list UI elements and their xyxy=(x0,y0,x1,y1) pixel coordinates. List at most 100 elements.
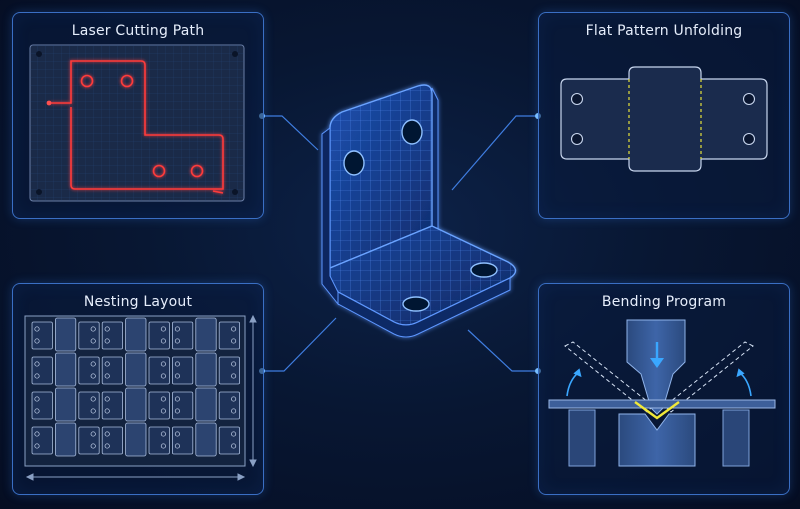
flat-holes xyxy=(570,92,756,146)
press-down-arrow-icon xyxy=(650,342,664,368)
nested-part xyxy=(31,391,53,420)
nested-part xyxy=(148,321,170,350)
part-hole xyxy=(231,373,237,379)
part-hole xyxy=(231,443,237,449)
press-punch xyxy=(626,319,686,415)
part-hole xyxy=(231,396,237,402)
nesting-illustration xyxy=(24,314,257,481)
part-hole xyxy=(90,408,96,414)
nested-part xyxy=(125,317,147,352)
part-hole xyxy=(160,326,166,332)
nested-part xyxy=(218,426,240,455)
part-hole xyxy=(231,431,237,437)
part-hole xyxy=(90,431,96,437)
flat-blank xyxy=(560,66,768,172)
nested-part xyxy=(101,356,123,385)
nested-part xyxy=(31,356,53,385)
nested-part xyxy=(195,352,217,387)
nested-part xyxy=(78,426,100,455)
screw-hole xyxy=(232,189,238,195)
laser-cutting-panel: Laser Cutting Path xyxy=(12,12,264,219)
part-hole xyxy=(174,373,180,379)
connector-lines xyxy=(262,115,538,372)
flat-pattern-panel: Flat Pattern Unfolding xyxy=(538,12,790,219)
nested-part xyxy=(125,352,147,387)
bending-program-panel: Bending Program xyxy=(538,283,790,495)
part-hole xyxy=(104,326,110,332)
nested-part xyxy=(78,391,100,420)
part-hole xyxy=(104,408,110,414)
nested-part xyxy=(55,422,77,457)
part-hole xyxy=(34,338,40,344)
nested-part xyxy=(195,387,217,422)
bend-motion-lines xyxy=(564,341,754,413)
part-hole xyxy=(160,361,166,367)
part-hole xyxy=(34,443,40,449)
part-hole xyxy=(174,396,180,402)
nested-part xyxy=(78,321,100,350)
part-hole xyxy=(174,431,180,437)
nested-part xyxy=(171,356,194,385)
part-hole xyxy=(174,326,180,332)
press-die xyxy=(618,413,696,467)
nesting-layout-title: Nesting Layout xyxy=(83,294,193,310)
nested-part xyxy=(125,387,147,422)
part-hole xyxy=(34,431,40,437)
nested-part xyxy=(218,321,240,350)
laser-cutting-illustration xyxy=(29,44,245,202)
part-hole xyxy=(160,431,166,437)
part-hole xyxy=(160,396,166,402)
nested-part xyxy=(148,356,170,385)
nested-part xyxy=(125,422,147,457)
part-hole xyxy=(34,361,40,367)
nested-part xyxy=(218,391,240,420)
part-hole xyxy=(174,408,180,414)
nested-part xyxy=(31,426,53,455)
right-support xyxy=(722,409,750,467)
part-hole xyxy=(104,396,110,402)
nested-part xyxy=(101,391,123,420)
flat-pattern-illustration xyxy=(560,66,768,172)
laser-cutting-title: Laser Cutting Path xyxy=(71,23,205,39)
nested-part xyxy=(31,321,53,350)
part-hole xyxy=(174,361,180,367)
part-hole xyxy=(34,326,40,332)
bending-program-title: Bending Program xyxy=(601,294,727,310)
part-hole xyxy=(231,361,237,367)
part-hole xyxy=(104,443,110,449)
nested-part xyxy=(101,426,123,455)
screw-hole xyxy=(232,51,238,57)
nested-part xyxy=(218,356,240,385)
nested-part xyxy=(55,387,77,422)
nested-parts xyxy=(31,317,240,457)
part-hole xyxy=(104,431,110,437)
nested-part xyxy=(171,426,194,455)
part-hole xyxy=(90,338,96,344)
part-hole xyxy=(104,338,110,344)
part-hole xyxy=(34,408,40,414)
screw-hole xyxy=(36,51,42,57)
nested-part xyxy=(171,321,194,350)
nested-part xyxy=(101,321,123,350)
part-hole xyxy=(104,373,110,379)
part-hole xyxy=(231,326,237,332)
part-hole xyxy=(231,338,237,344)
sheet-dimension-arrows xyxy=(25,314,257,481)
part-hole xyxy=(104,361,110,367)
part-hole xyxy=(90,373,96,379)
part-hole xyxy=(90,326,96,332)
sheet-metal xyxy=(548,399,776,409)
nested-part xyxy=(195,422,217,457)
bending-illustration xyxy=(548,319,776,467)
cut-path xyxy=(49,60,224,194)
nested-part xyxy=(148,426,170,455)
pierce-point xyxy=(46,100,52,106)
part-hole xyxy=(90,396,96,402)
screw-hole xyxy=(36,189,42,195)
part-hole xyxy=(90,443,96,449)
nested-part xyxy=(171,391,194,420)
nested-part xyxy=(55,352,77,387)
nested-part xyxy=(195,317,217,352)
part-hole xyxy=(160,443,166,449)
